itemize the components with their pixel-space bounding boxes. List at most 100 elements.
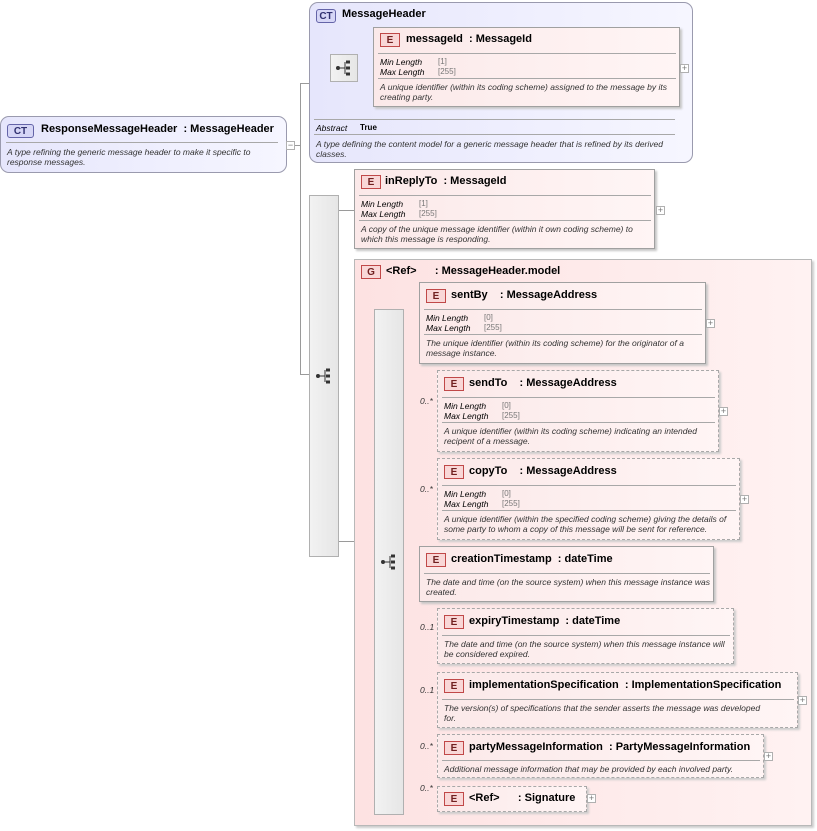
root-complex-type[interactable]: CT ResponseMessageHeader : MessageHeader… [0,116,287,173]
min-length-label: Min Length [426,313,469,323]
plus-box-icon[interactable]: + [706,318,715,328]
min-length-value: [1] [438,57,447,66]
element-doc: A copy of the unique message identifier … [361,224,633,244]
element-doc: A unique identifier (within its coding s… [380,82,667,102]
min-length-value: [0] [484,313,493,322]
element-badge: E [444,792,464,806]
element-sendTo[interactable]: E sendTo : MessageAddress Min Length [0]… [437,370,719,452]
cardinality: 0..* [420,741,433,751]
sequence-compositor[interactable] [309,195,339,557]
connector-line [338,210,354,211]
cardinality: 0..* [420,783,433,793]
element-title: messageId : MessageId [406,33,532,45]
plus-box-icon[interactable]: + [740,494,749,504]
cardinality: 0..1 [420,622,435,632]
element-title: creationTimestamp : dateTime [451,553,613,565]
base-doc: A type defining the content model for a … [316,139,663,159]
element-doc: The date and time (on the source system)… [426,577,710,597]
element-copyTo[interactable]: E copyTo : MessageAddress Min Length [0]… [437,458,740,540]
abstract-value: True [360,123,377,132]
divider [442,760,760,761]
sequence-compositor-icon [381,554,395,570]
divider [424,334,702,335]
element-title: inReplyTo : MessageId [385,175,507,187]
divider [442,422,715,423]
max-length-value: [255] [438,67,456,76]
connector-line [300,374,310,375]
divider [442,485,736,486]
plus-box-icon[interactable]: + [587,793,596,803]
max-length-label: Max Length [380,67,425,77]
max-length-value: [255] [502,499,520,508]
element-badge: E [361,175,381,189]
element-messageId[interactable]: E messageId : MessageId Min Length [1] M… [373,27,680,107]
connector-line [338,541,354,542]
complex-type-badge: CT [316,9,336,23]
divider [314,119,675,120]
max-length-label: Max Length [426,323,471,333]
max-length-value: [255] [419,209,437,218]
element-expiryTimestamp[interactable]: E expiryTimestamp : dateTime The date an… [437,608,734,664]
plus-box-icon[interactable]: + [798,695,807,705]
element-inReplyTo[interactable]: E inReplyTo : MessageId Min Length [1] M… [354,169,655,249]
divider [359,195,651,196]
divider [424,573,710,574]
element-doc: A unique identifier (within the specifie… [444,514,727,534]
divider [378,78,676,79]
element-title: implementationSpecification : Implementa… [469,679,782,691]
element-signature-ref[interactable]: E <Ref> : Signature [437,786,587,812]
element-sentBy[interactable]: E sentBy : MessageAddress Min Length [0]… [419,282,706,364]
element-partyMessageInformation[interactable]: E partyMessageInformation : PartyMessage… [437,734,764,778]
element-creationTimestamp[interactable]: E creationTimestamp : dateTime The date … [419,546,714,602]
max-length-value: [255] [484,323,502,332]
connector-line [300,83,301,375]
element-badge: E [380,33,400,47]
element-title: sentBy : MessageAddress [451,289,598,301]
cardinality: 0..* [420,396,433,406]
element-implementationSpecification[interactable]: E implementationSpecification : Implemen… [437,672,798,728]
cardinality: 0..* [420,484,433,494]
element-doc: The date and time (on the source system)… [444,639,725,659]
divider [424,309,702,310]
element-doc: A unique identifier (within its coding s… [444,426,697,446]
base-title: MessageHeader [342,8,426,20]
min-length-value: [1] [419,199,428,208]
element-badge: E [444,377,464,391]
sequence-compositor[interactable] [374,309,404,815]
abstract-label: Abstract [316,123,348,133]
max-length-label: Max Length [444,411,489,421]
divider [442,635,730,636]
divider [442,397,715,398]
plus-box-icon[interactable]: + [719,406,728,416]
min-length-label: Min Length [444,489,487,499]
group-badge: G [361,265,381,279]
element-doc: Additional message information that may … [444,764,734,774]
plus-box-icon[interactable]: + [656,205,665,215]
max-length-label: Max Length [444,499,489,509]
element-title: <Ref> : Signature [469,792,576,804]
divider [442,699,794,700]
divider [314,134,675,135]
min-length-label: Min Length [444,401,487,411]
element-title: sendTo : MessageAddress [469,377,617,389]
plus-box-icon[interactable]: + [764,751,773,761]
complex-type-badge: CT [7,124,34,138]
element-badge: E [444,615,464,629]
element-badge: E [426,553,446,567]
connector-line [300,83,310,84]
plus-box-icon[interactable]: + [680,63,689,73]
sequence-compositor[interactable] [330,54,358,82]
divider [378,53,676,54]
sequence-compositor-icon [316,368,330,384]
root-doc: A type refining the generic message head… [7,147,251,167]
divider [6,142,278,143]
min-length-value: [0] [502,401,511,410]
element-title: copyTo : MessageAddress [469,465,617,477]
max-length-label: Max Length [361,209,406,219]
element-title: partyMessageInformation : PartyMessageIn… [469,741,751,753]
group-title: <Ref> : MessageHeader.model [386,265,561,277]
min-length-label: Min Length [361,199,404,209]
minus-box-icon[interactable]: − [286,140,295,150]
element-badge: E [444,679,464,693]
element-doc: The version(s) of specifications that th… [444,703,761,723]
